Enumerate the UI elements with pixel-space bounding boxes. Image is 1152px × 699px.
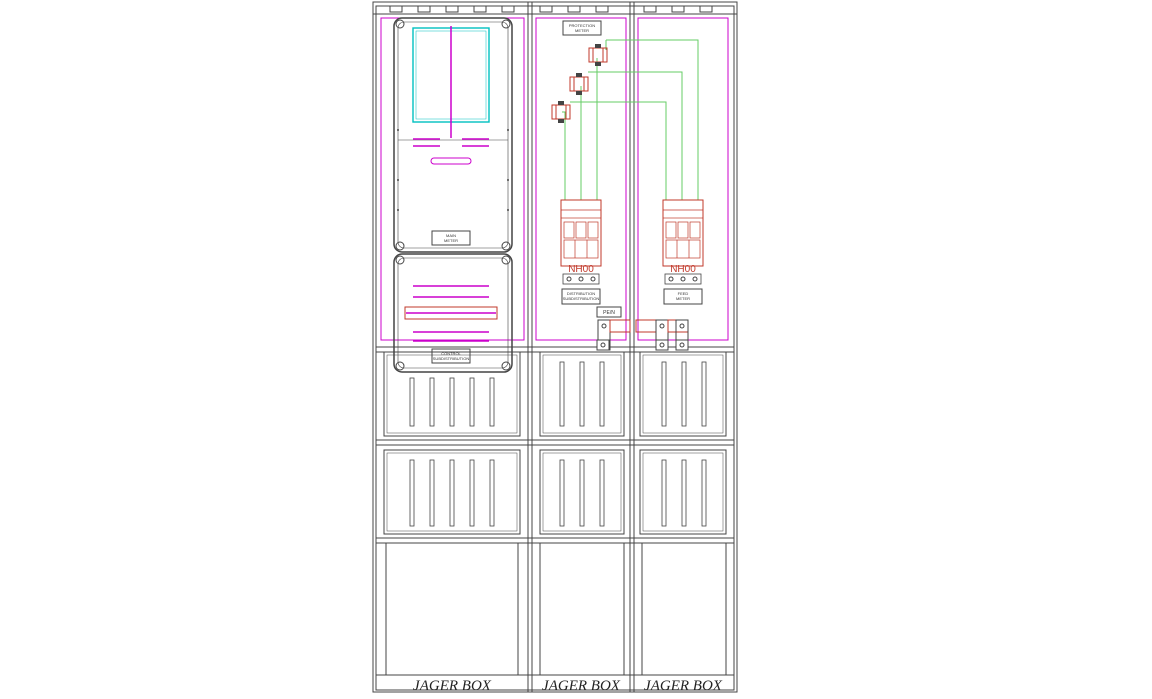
meter-panel-label-line1: MAIN: [446, 233, 456, 238]
fuse-holders: [551, 44, 608, 123]
sub-panel: CONTROL SUBDISTRIBUTION: [393, 253, 513, 373]
brand-label-middle: JAGER BOX: [542, 678, 621, 694]
breaker-left-label: NH00: [568, 264, 594, 275]
top-label-line2: METER: [575, 28, 589, 33]
sub-panel-label-line1: CONTROL: [441, 351, 461, 356]
meter-panel-label-line2: METER: [444, 238, 458, 243]
meter-panel: MAIN METER: [393, 17, 513, 253]
wiring: [562, 39, 699, 200]
drawer-row-2: [383, 449, 727, 535]
drawer-row-1: [383, 351, 727, 437]
breaker-right: NH00 FEED METER: [662, 199, 704, 305]
drawer-row-2-slots: [409, 459, 707, 527]
sub-panel-label-line2: SUBDISTRIBUTION: [433, 356, 470, 361]
pen-terminals: PE/N: [596, 306, 689, 351]
breaker-left-caption-line2: SUBDISTRIBUTION: [563, 296, 600, 301]
brand-label-right: JAGER BOX: [644, 678, 723, 694]
brand-labels: JAGER BOX JAGER BOX JAGER BOX: [413, 678, 723, 694]
drawer-row-1-slots: [409, 361, 707, 427]
brand-label-left: JAGER BOX: [413, 678, 492, 694]
sub-panel-label-box: [431, 348, 471, 364]
breaker-left: NH00 DISTRIBUTION SUBDISTRIBUTION: [560, 199, 602, 305]
breaker-right-caption-line1: FEED: [678, 291, 689, 296]
meter-panel-label-box: [431, 230, 471, 246]
top-label: PROTECTION METER: [562, 20, 602, 36]
top-label-line1: PROTECTION: [569, 23, 595, 28]
breaker-right-label: NH00: [670, 264, 696, 275]
cabinet-housing: [372, 1, 738, 693]
inner-frames: [380, 17, 729, 341]
center-tag: PE/N: [603, 310, 615, 316]
breaker-right-caption-line2: METER: [676, 296, 690, 301]
top-hinges: [389, 5, 713, 13]
breaker-left-caption-line1: DISTRIBUTION: [567, 291, 595, 296]
